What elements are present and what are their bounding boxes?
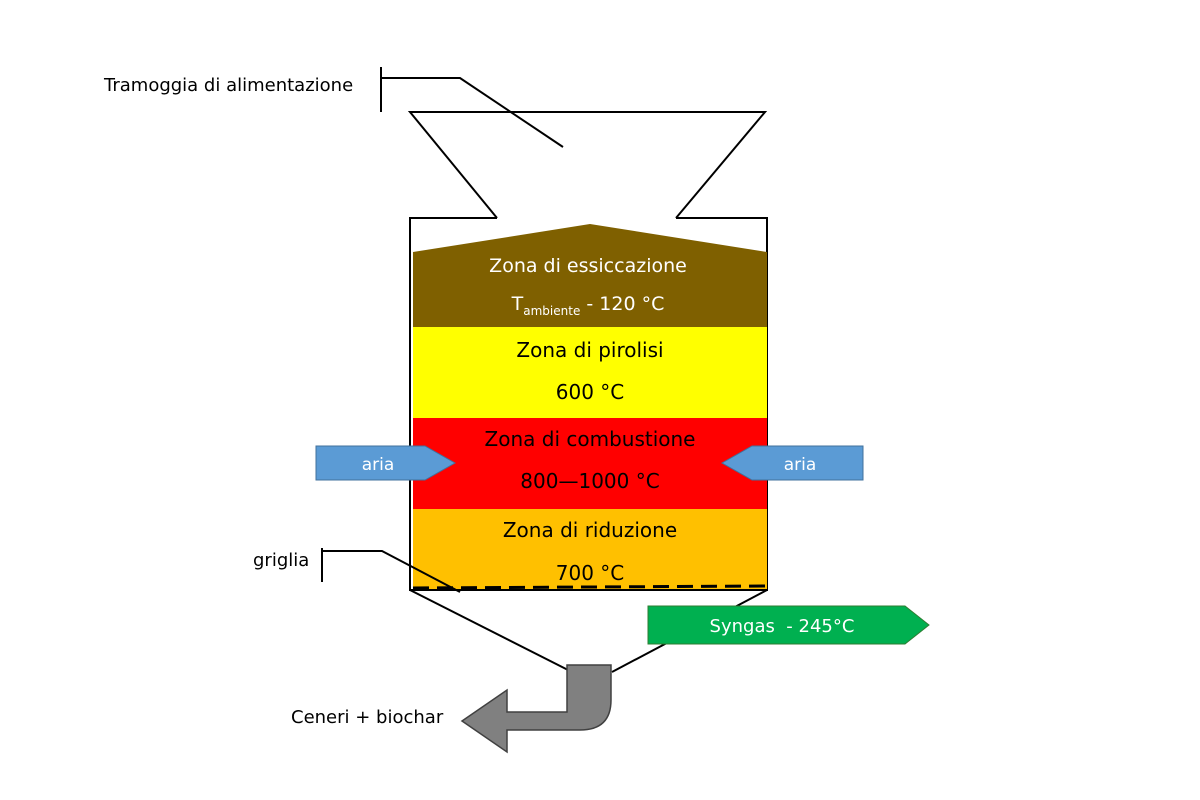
- drying-temp-sub: ambiente: [523, 304, 580, 318]
- air-inlet-left-arrow: [315, 445, 457, 481]
- syngas-output-arrow: [647, 605, 930, 645]
- drying-temp-main: T: [511, 293, 524, 315]
- pyrolysis-zone-temp: 600 °C: [556, 380, 625, 404]
- syngas-label: Syngas - 245°C: [710, 616, 855, 637]
- grate-leader-line: [321, 548, 461, 593]
- pyrolysis-zone-name: Zona di pirolisi: [516, 338, 663, 362]
- combustion-zone-temp: 800—1000 °C: [520, 469, 659, 493]
- pyrolysis-zone: [413, 327, 767, 418]
- drying-zone-name: Zona di essiccazione: [489, 255, 687, 277]
- drying-zone-temp: Tambiente - 120 °C: [511, 293, 665, 318]
- combustion-zone: [413, 418, 767, 509]
- combustion-zone-name: Zona di combustione: [485, 427, 696, 451]
- ash-output-arrow: [460, 664, 612, 754]
- reduction-zone-name: Zona di riduzione: [503, 518, 677, 542]
- reduction-zone-temp: 700 °C: [556, 561, 625, 585]
- grate-label: griglia: [253, 550, 309, 571]
- reduction-zone: [413, 509, 767, 589]
- hopper-leader-line: [380, 67, 564, 148]
- air-inlet-left-label: aria: [362, 455, 395, 475]
- reactor-wall: [409, 217, 768, 591]
- ash-label: Ceneri + biochar: [291, 707, 444, 728]
- grate-line: [412, 584, 768, 590]
- drying-zone: [413, 224, 767, 327]
- air-inlet-right-arrow: [720, 445, 864, 481]
- hopper-label: Tramoggia di alimentazione: [103, 75, 353, 96]
- drying-temp-rest: - 120 °C: [580, 293, 664, 315]
- air-inlet-right-label: aria: [784, 455, 817, 475]
- feed-hopper: [407, 111, 768, 219]
